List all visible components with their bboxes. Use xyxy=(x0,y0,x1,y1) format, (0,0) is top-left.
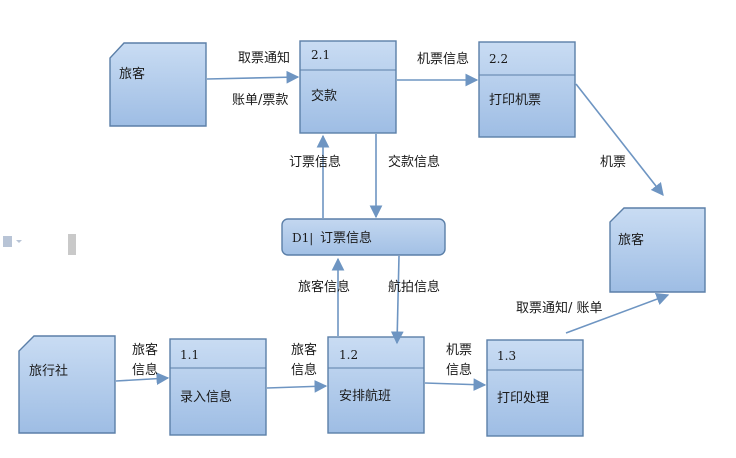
process-1-3: 1.3 打印处理 xyxy=(486,339,584,437)
process-name: 录入信息 xyxy=(180,389,232,405)
flow-label-pickup-bill: 取票通知/ 账单 xyxy=(516,300,603,316)
flow-label-booking-info: 订票信息 xyxy=(289,154,341,170)
flow-arrow-ticket xyxy=(575,83,664,197)
flow-label-passenger-info-2a: 旅客 xyxy=(291,342,317,358)
entity-travel-agency: 旅行社 xyxy=(18,335,116,434)
flow-label-passenger-info-1b: 信息 xyxy=(132,362,158,378)
flow-arrow-agency-to-1-1 xyxy=(115,372,170,386)
process-1-1: 1.1 录入信息 xyxy=(169,338,267,436)
document-icon xyxy=(3,236,22,247)
scrollbar-handle[interactable] xyxy=(68,234,76,255)
entity-label: 旅客 xyxy=(618,232,644,248)
process-name: 交款 xyxy=(311,88,337,104)
flow-label-ticket-info-3a: 机票 xyxy=(446,343,472,358)
process-number: 1.1 xyxy=(180,348,199,362)
entity-passenger-right: 旅客 xyxy=(609,207,706,293)
flow-label-passenger-info-store: 旅客信息 xyxy=(298,279,350,295)
process-2-1: 2.1 交款 xyxy=(299,40,397,134)
flow-arrow-flight-info xyxy=(390,255,404,345)
flow-label-ticket: 机票 xyxy=(600,155,626,170)
process-number: 2.1 xyxy=(311,48,330,62)
flow-label-passenger-info-2b: 信息 xyxy=(291,362,317,378)
datastore-id: D1| xyxy=(292,231,313,245)
entity-label: 旅客 xyxy=(119,66,145,82)
process-1-2: 1.2 安排航班 xyxy=(327,336,425,434)
flow-label-flight-info: 航拍信息 xyxy=(388,279,440,295)
flow-arrow-pickup-notice xyxy=(206,70,300,84)
entity-passenger-top: 旅客 xyxy=(109,42,207,127)
flow-label-ticket-info-3b: 信息 xyxy=(446,362,472,378)
datastore-d1: D1| 订票信息 xyxy=(281,218,446,256)
process-number: 2.2 xyxy=(489,52,508,66)
entity-label: 旅行社 xyxy=(29,363,68,379)
flow-label-ticket-info-top: 机票信息 xyxy=(417,51,469,67)
process-number: 1.2 xyxy=(339,348,358,362)
datastore-name: 订票信息 xyxy=(320,230,372,246)
flow-arrow-pickup-bill xyxy=(565,293,670,334)
flow-label-pickup-notice: 取票通知 xyxy=(238,50,290,66)
process-name: 安排航班 xyxy=(339,388,391,404)
flow-label-payment-info: 交款信息 xyxy=(388,154,440,170)
flow-arrow-1-2-to-1-3 xyxy=(424,378,487,392)
flow-arrow-1-1-to-1-2 xyxy=(266,379,328,393)
process-2-2: 2.2 打印机票 xyxy=(478,41,576,138)
process-number: 1.3 xyxy=(497,349,516,363)
process-name: 打印处理 xyxy=(497,391,549,406)
flow-label-passenger-info-1a: 旅客 xyxy=(132,342,158,358)
process-name: 打印机票 xyxy=(489,93,541,108)
flow-label-bill-payment: 账单/票款 xyxy=(232,93,288,108)
